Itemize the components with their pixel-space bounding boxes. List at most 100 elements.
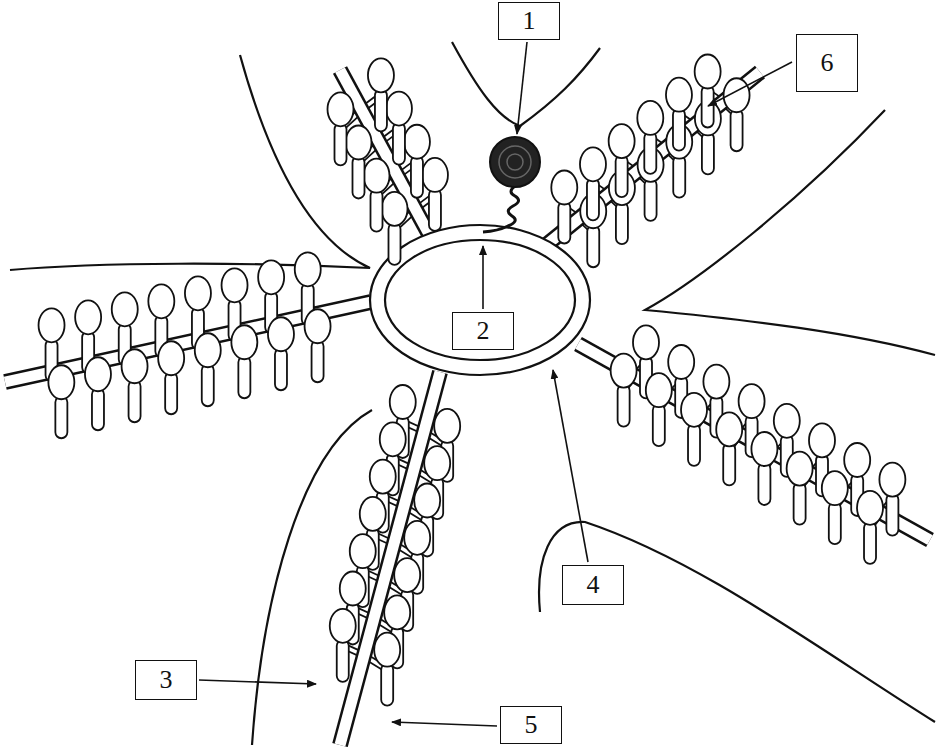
tube-foot xyxy=(609,124,635,197)
ampulla xyxy=(158,341,184,375)
tube-foot xyxy=(48,365,74,438)
podium xyxy=(389,223,401,265)
radial-canal xyxy=(340,70,430,236)
tube-foot xyxy=(368,58,394,131)
tube-foot xyxy=(716,412,742,485)
tube-foot xyxy=(637,101,663,174)
podium xyxy=(312,340,324,382)
podium xyxy=(429,189,441,231)
radial-canal-lumen xyxy=(340,70,430,236)
ampulla xyxy=(646,373,672,407)
radial-canal xyxy=(545,72,760,246)
podium xyxy=(702,86,714,128)
podium xyxy=(381,664,393,706)
tube-foot xyxy=(695,55,721,128)
podium xyxy=(702,132,714,174)
ampulla xyxy=(751,432,777,466)
tube-foot xyxy=(879,463,905,536)
podium xyxy=(238,356,250,398)
ampulla xyxy=(384,595,410,629)
lateral-canals xyxy=(52,92,893,670)
ampulla xyxy=(637,101,663,135)
podium xyxy=(616,155,628,197)
ampulla xyxy=(364,159,390,193)
stone-canal xyxy=(483,186,519,232)
podium xyxy=(645,179,657,221)
tube-foot xyxy=(822,471,848,544)
ampulla xyxy=(305,309,331,343)
podium xyxy=(688,424,700,466)
radial-canal-lumen xyxy=(578,344,930,540)
ampulla xyxy=(258,260,284,294)
tube-foot xyxy=(346,125,372,198)
ampulla xyxy=(75,300,101,334)
ampulla xyxy=(330,609,356,643)
leader-lines xyxy=(199,42,792,726)
podium xyxy=(335,123,347,165)
podium xyxy=(275,348,287,390)
ampulla xyxy=(404,125,430,159)
ampulla xyxy=(380,422,406,456)
ampulla xyxy=(633,325,659,359)
podium xyxy=(731,109,743,151)
ampulla xyxy=(122,349,148,383)
podium xyxy=(723,443,735,485)
ampulla xyxy=(48,365,74,399)
ampulla xyxy=(422,158,448,192)
ampulla xyxy=(424,446,450,480)
podium xyxy=(129,380,141,422)
ampulla xyxy=(148,284,174,318)
leader-line xyxy=(517,42,527,134)
ampulla xyxy=(695,55,721,89)
tube-foot xyxy=(328,92,354,165)
ampulla xyxy=(374,633,400,667)
ampulla xyxy=(809,423,835,457)
podium xyxy=(653,404,665,446)
ampulla xyxy=(382,192,408,226)
ampulla xyxy=(609,124,635,158)
ampulla xyxy=(350,534,376,568)
podium xyxy=(673,109,685,151)
arm-outlines xyxy=(10,42,935,745)
tube-foot xyxy=(551,171,577,244)
ampulla xyxy=(386,92,412,126)
ampulla xyxy=(414,483,440,517)
tube-foot xyxy=(305,309,331,382)
madreporite-group xyxy=(483,137,540,232)
podium xyxy=(616,202,628,244)
ampulla xyxy=(668,345,694,379)
tube-foot xyxy=(646,373,672,446)
callout-number: 4 xyxy=(562,565,624,605)
ampulla xyxy=(681,393,707,427)
ampulla xyxy=(404,521,430,555)
ampulla xyxy=(703,365,729,399)
madreporite-ring xyxy=(507,154,523,170)
tube-foot xyxy=(681,393,707,466)
podium xyxy=(55,396,67,438)
callout-number: 3 xyxy=(135,660,197,700)
podium xyxy=(353,156,365,198)
ampulla xyxy=(112,292,138,326)
ampulla xyxy=(666,78,692,112)
ampulla xyxy=(222,268,248,302)
tube-foot xyxy=(85,357,111,430)
radial-canal-lumen xyxy=(545,72,760,246)
podium xyxy=(587,178,599,220)
callout-number: 6 xyxy=(796,34,858,92)
ampulla xyxy=(774,404,800,438)
leader-line xyxy=(708,62,792,106)
ampulla xyxy=(822,471,848,505)
arm-outline xyxy=(10,55,370,270)
tube-foot xyxy=(857,491,883,564)
arm-outline xyxy=(645,110,935,355)
tube-foot xyxy=(386,92,412,165)
tube-foot xyxy=(268,317,294,390)
tube-foot xyxy=(580,147,606,220)
podium xyxy=(864,522,876,564)
leader-line xyxy=(482,246,484,309)
tube-foot xyxy=(364,159,390,232)
tube-foot xyxy=(231,325,257,398)
podium xyxy=(758,463,770,505)
